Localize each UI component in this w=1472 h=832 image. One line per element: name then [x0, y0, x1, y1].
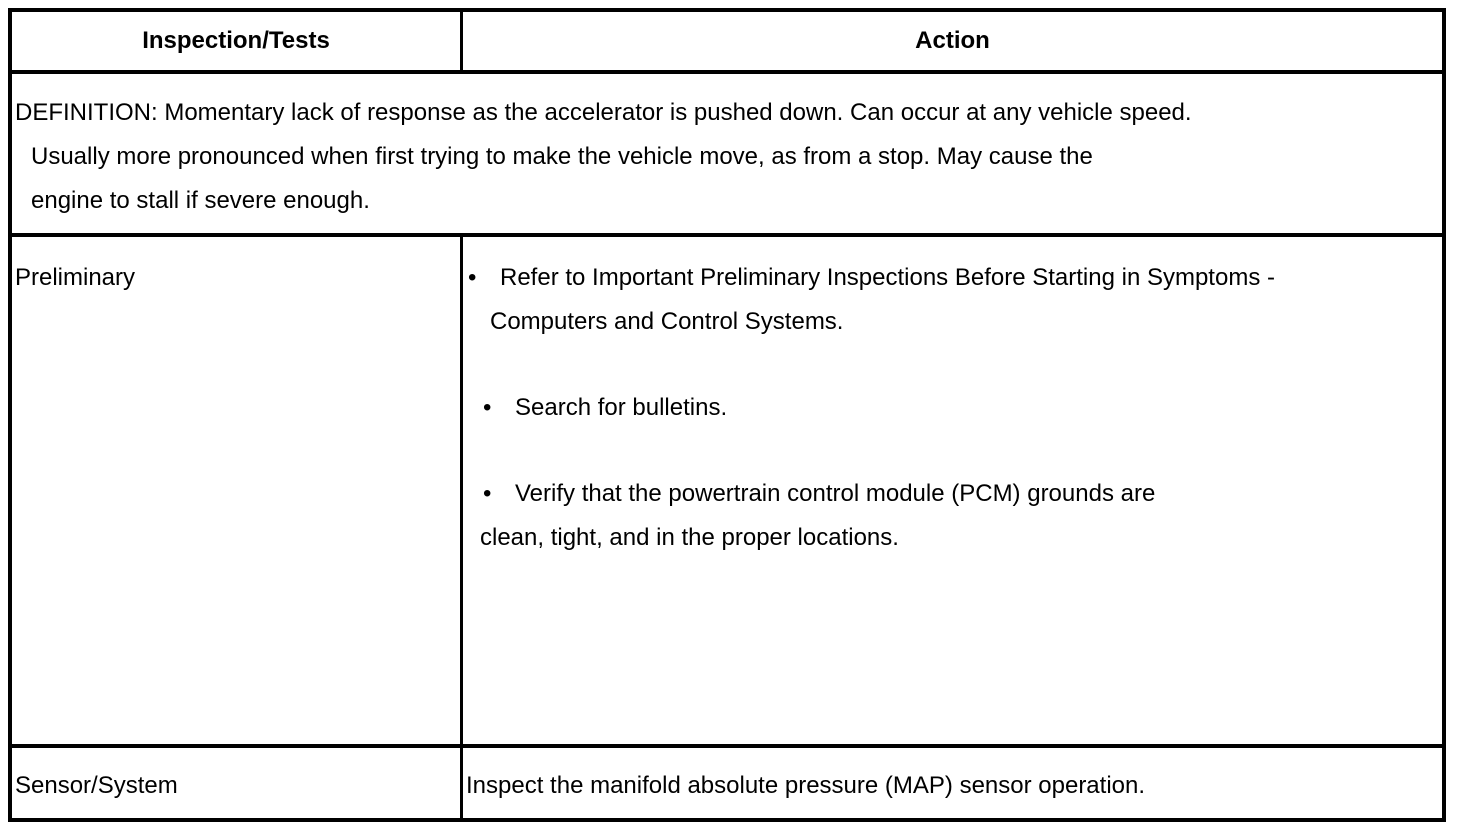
definition-line-3: engine to stall if severe enough.	[31, 187, 370, 214]
table-header-row: Inspection/Tests Action	[12, 12, 1442, 74]
definition-line-1: DEFINITION: Momentary lack of response a…	[15, 99, 1192, 126]
sensor-system-label-cell: Sensor/System	[12, 748, 463, 818]
bullet-text: clean, tight, and in the proper location…	[480, 524, 899, 551]
bullet-text: Computers and Control Systems.	[490, 308, 844, 335]
header-cell-action: Action	[463, 12, 1442, 70]
preliminary-label-cell: Preliminary	[12, 237, 463, 744]
bullet-item-verify-grounds-line-1: • Verify that the powertrain control modu…	[463, 472, 1442, 516]
definition-line-2: Usually more pronounced when first tryin…	[31, 143, 1093, 170]
inspection-tests-header-label: Inspection/Tests	[142, 27, 330, 54]
table-row-preliminary: Preliminary • Refer to Important Prelimin…	[12, 237, 1442, 748]
bullet-icon: •	[468, 264, 477, 291]
bullet-text: Refer to Important Preliminary Inspectio…	[500, 264, 1275, 291]
bullet-item-refer-line-1: • Refer to Important Preliminary Inspecti…	[463, 256, 1442, 300]
bullet-icon: •	[483, 480, 492, 507]
action-header-label: Action	[915, 27, 990, 54]
table-row-sensor-system: Sensor/System Inspect the manifold absol…	[12, 748, 1442, 818]
bullet-item-search-bulletins: • Search for bulletins.	[463, 386, 1442, 430]
sensor-system-label: Sensor/System	[15, 772, 178, 799]
diagnostic-table: Inspection/Tests Action DEFINITION: Mome…	[8, 8, 1446, 822]
preliminary-label: Preliminary	[15, 264, 136, 291]
bullet-text: Verify that the powertrain control modul…	[515, 480, 1156, 507]
definition-row: DEFINITION: Momentary lack of response a…	[12, 74, 1442, 237]
bullet-item-refer-line-2: Computers and Control Systems.	[463, 300, 1442, 344]
preliminary-action-cell: • Refer to Important Preliminary Inspecti…	[463, 237, 1442, 744]
header-cell-inspection-tests: Inspection/Tests	[12, 12, 463, 70]
bullet-text: Search for bulletins.	[515, 394, 728, 421]
bullet-item-verify-grounds-line-2: clean, tight, and in the proper location…	[463, 516, 1442, 560]
sensor-system-action-text: Inspect the manifold absolute pressure (…	[466, 772, 1146, 799]
sensor-system-action-cell: Inspect the manifold absolute pressure (…	[463, 748, 1442, 818]
bullet-icon: •	[483, 394, 492, 421]
